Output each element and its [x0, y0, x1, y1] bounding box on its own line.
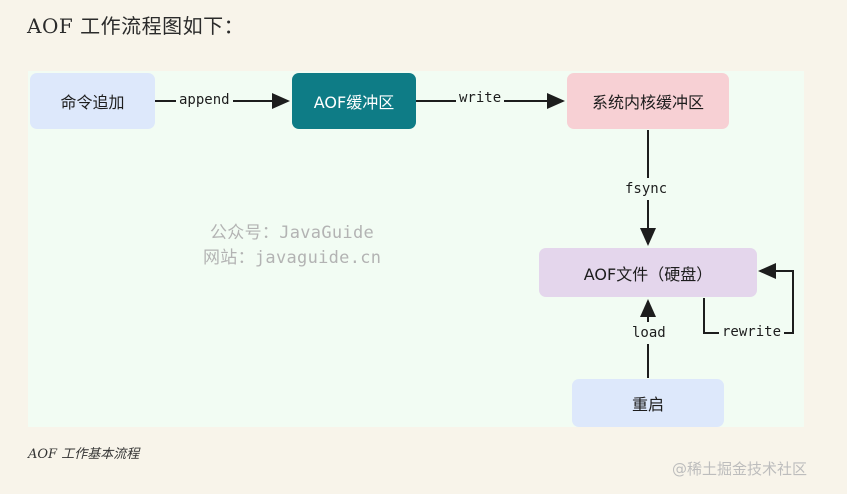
- load-edge-label: load: [629, 322, 669, 344]
- aof-file-node: AOF文件（硬盘）: [539, 248, 757, 297]
- restart-node: 重启: [572, 379, 724, 427]
- command-append-node: 命令追加: [30, 73, 155, 129]
- aof-buffer-node: AOF缓冲区: [292, 73, 416, 129]
- rewrite-edge-label: rewrite: [719, 324, 785, 340]
- figure-caption: AOF 工作基本流程: [28, 447, 140, 462]
- rewrite-arrow: [703, 263, 794, 334]
- aof-buffer-label: AOF缓冲区: [313, 93, 395, 112]
- aof-file-label: AOF文件（硬盘）: [583, 264, 713, 284]
- section-heading: AOF 工作流程图如下：: [27, 14, 245, 38]
- command-append-label: 命令追加: [60, 93, 125, 112]
- restart-label: 重启: [631, 395, 664, 414]
- kernel-buffer-node: 系统内核缓冲区: [567, 73, 729, 129]
- write-edge-label: write: [456, 90, 505, 106]
- fsync-edge-label: fsync: [622, 178, 671, 200]
- watermark-line-2: 网站：javaguide.cn: [203, 248, 382, 268]
- source-credit: @稀土掘金技术社区: [672, 460, 808, 478]
- kernel-buffer-label: 系统内核缓冲区: [591, 93, 704, 112]
- append-edge-label: append: [176, 92, 233, 108]
- watermark-line-1: 公众号：JavaGuide: [210, 223, 375, 243]
